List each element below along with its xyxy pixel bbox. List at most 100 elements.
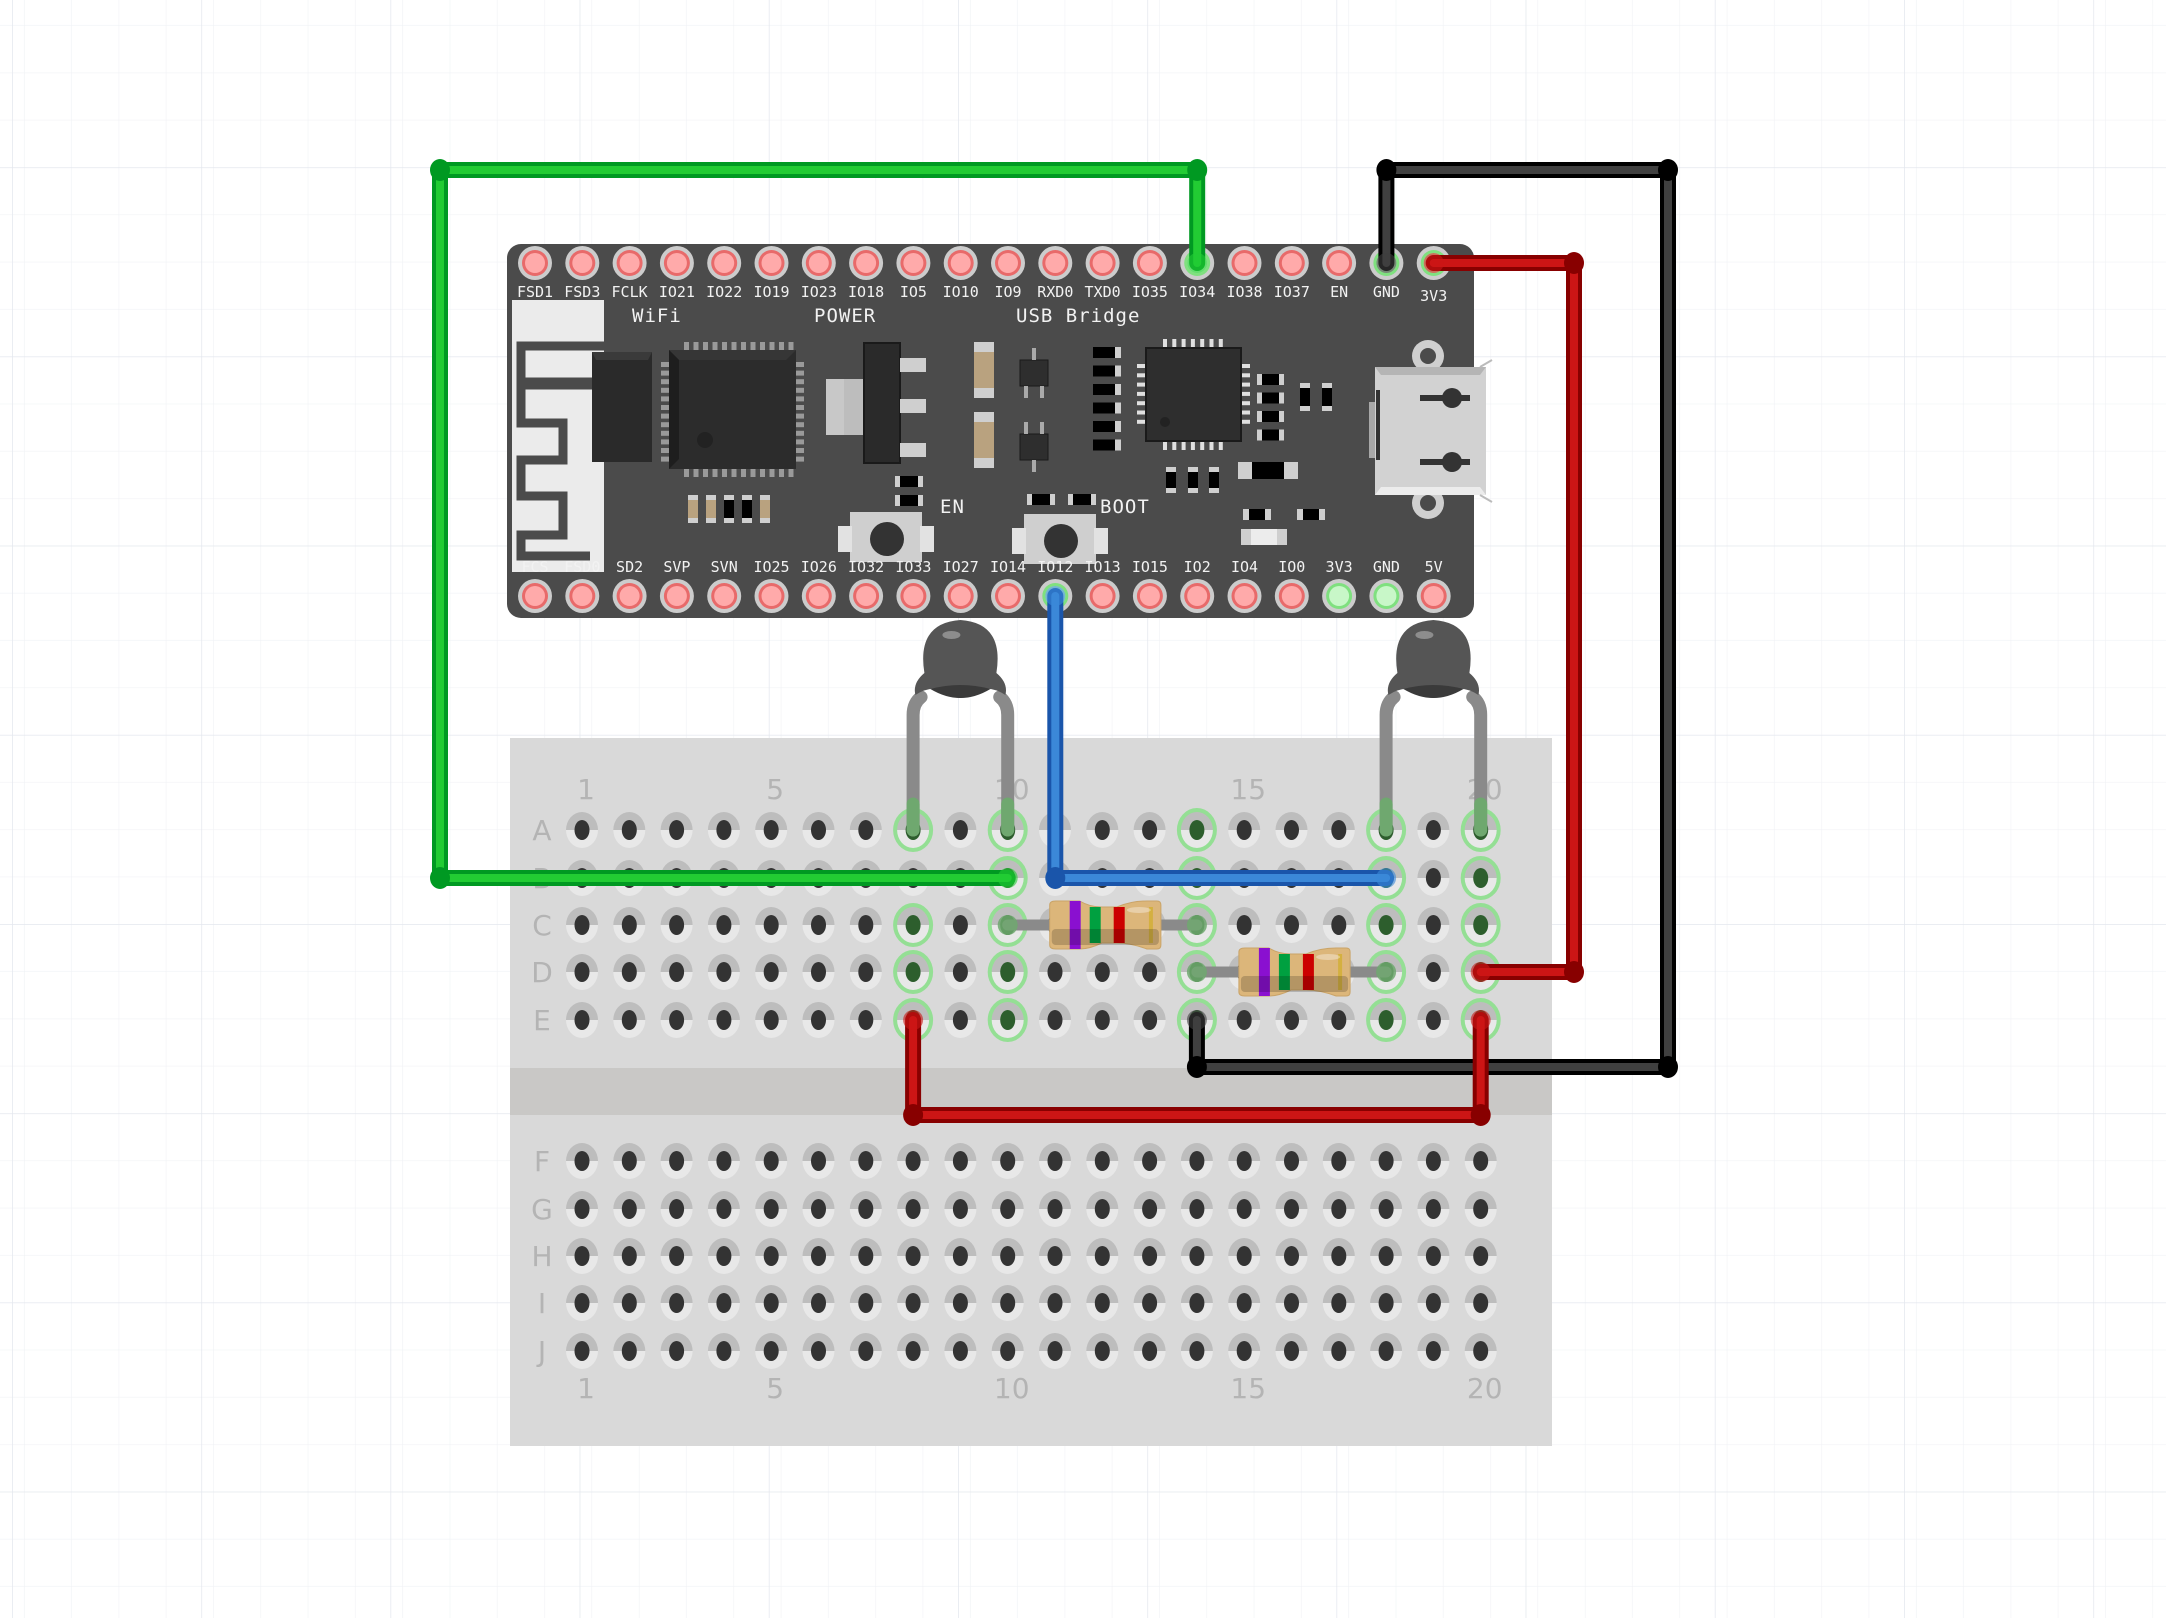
breadboard-hole[interactable]: [707, 1333, 740, 1369]
breadboard-hole[interactable]: [1086, 812, 1119, 848]
header-pin-io10[interactable]: IO10: [943, 246, 979, 301]
breadboard-hole[interactable]: [849, 1285, 882, 1322]
breadboard-hole[interactable]: [660, 1002, 693, 1038]
breadboard-hole[interactable]: [944, 1191, 977, 1227]
breadboard-hole[interactable]: [1370, 1191, 1403, 1227]
header-pin-io21[interactable]: IO21: [659, 246, 695, 301]
header-pin-io5[interactable]: IO5: [896, 246, 931, 301]
wire-endpoint[interactable]: [1376, 868, 1397, 888]
breadboard-hole[interactable]: [1370, 1333, 1403, 1369]
header-pin-fclk[interactable]: FCLK: [612, 246, 648, 301]
breadboard-hole[interactable]: [707, 1238, 740, 1274]
wire-bendpoint[interactable]: [1186, 1056, 1207, 1078]
breadboard-hole[interactable]: [1228, 1333, 1261, 1369]
breadboard-hole[interactable]: [1275, 812, 1308, 848]
breadboard-hole[interactable]: [1417, 954, 1450, 990]
breadboard-hole[interactable]: [1039, 1143, 1071, 1179]
breadboard-hole[interactable]: [1039, 1002, 1071, 1038]
breadboard-hole[interactable]: [755, 1002, 788, 1038]
breadboard-hole[interactable]: [802, 812, 835, 848]
breadboard-hole[interactable]: [1180, 1238, 1213, 1274]
esp32-board[interactable]: WiFi POWER USB Bridge EN BOOT: [507, 244, 1493, 618]
breadboard-hole[interactable]: [566, 1285, 598, 1321]
header-pin-io26[interactable]: IO26: [801, 558, 837, 613]
header-pin-io38[interactable]: IO38: [1226, 246, 1263, 301]
header-pin-io25[interactable]: IO25: [753, 558, 790, 613]
wire-endpoint[interactable]: [1376, 253, 1397, 273]
breadboard-hole[interactable]: [1417, 1333, 1450, 1369]
wire-3v3-to-d20[interactable]: [1423, 252, 1584, 983]
header-pin-io0[interactable]: IO0: [1274, 558, 1309, 613]
breadboard-hole[interactable]: [707, 954, 740, 990]
thermistor[interactable]: [1379, 620, 1488, 837]
header-pin-io19[interactable]: IO19: [753, 246, 790, 301]
breadboard-hole[interactable]: [802, 1002, 835, 1038]
breadboard-hole[interactable]: [707, 1191, 740, 1227]
header-pin-io23[interactable]: IO23: [801, 246, 837, 301]
breadboard-hole[interactable]: [707, 1002, 740, 1038]
breadboard-hole[interactable]: [1180, 1191, 1213, 1227]
breadboard-hole[interactable]: [566, 812, 598, 848]
breadboard-hole[interactable]: [987, 950, 1028, 994]
header-pin-gnd[interactable]: GND: [1369, 558, 1404, 613]
breadboard-hole[interactable]: [755, 812, 788, 848]
header-pin-en[interactable]: EN: [1322, 246, 1357, 301]
header-pin-3v3[interactable]: 3V3: [1322, 558, 1357, 613]
wire-endpoint[interactable]: [1186, 1010, 1207, 1030]
breadboard-hole[interactable]: [1228, 1238, 1261, 1274]
wire-endpoint[interactable]: [1470, 962, 1491, 982]
wire-bendpoint[interactable]: [1658, 1056, 1678, 1078]
breadboard-hole[interactable]: [1228, 907, 1261, 943]
breadboard-hole[interactable]: [1417, 1002, 1450, 1038]
breadboard-hole[interactable]: [849, 1191, 882, 1227]
breadboard-hole[interactable]: [802, 1238, 835, 1274]
breadboard-hole[interactable]: [755, 1143, 788, 1179]
breadboard-hole[interactable]: [1417, 1285, 1450, 1322]
breadboard-hole[interactable]: [660, 1238, 693, 1274]
wire-io34-to-b10[interactable]: [430, 159, 1208, 889]
breadboard-hole[interactable]: [1370, 1285, 1403, 1322]
en-button[interactable]: [838, 512, 934, 562]
breadboard-hole[interactable]: [849, 907, 882, 943]
breadboard-hole[interactable]: [1322, 1333, 1355, 1369]
breadboard-hole[interactable]: [1322, 1143, 1355, 1179]
breadboard-hole[interactable]: [802, 1191, 835, 1227]
breadboard-hole[interactable]: [1180, 1333, 1213, 1369]
wire-bendpoint[interactable]: [1564, 252, 1584, 274]
wire-bendpoint[interactable]: [1564, 961, 1584, 983]
header-pin-io2[interactable]: IO2: [1180, 558, 1215, 613]
header-pin-fsd1[interactable]: FSD1: [517, 246, 553, 301]
breadboard-hole[interactable]: [802, 1285, 835, 1322]
boot-button[interactable]: [1012, 514, 1108, 564]
breadboard-hole[interactable]: [1417, 907, 1450, 943]
breadboard-hole[interactable]: [566, 907, 598, 943]
breadboard-hole[interactable]: [1086, 1191, 1119, 1227]
breadboard-hole[interactable]: [755, 1238, 788, 1274]
breadboard-hole[interactable]: [802, 954, 835, 990]
breadboard-hole[interactable]: [1228, 1285, 1261, 1322]
breadboard-hole[interactable]: [660, 1191, 693, 1227]
wire-io12-to-b18[interactable]: [1045, 586, 1397, 889]
breadboard-hole[interactable]: [1180, 1143, 1213, 1179]
header-pin-fsd3[interactable]: FSD3: [564, 246, 600, 301]
breadboard-hole[interactable]: [1228, 812, 1261, 848]
breadboard-hole[interactable]: [707, 812, 740, 848]
breadboard-hole[interactable]: [613, 1191, 646, 1227]
breadboard-hole[interactable]: [613, 812, 646, 848]
breadboard-hole[interactable]: [1086, 1333, 1119, 1369]
breadboard-hole[interactable]: [944, 1143, 977, 1179]
breadboard-hole[interactable]: [1133, 1143, 1166, 1179]
header-pin-svp[interactable]: SVP: [659, 558, 694, 613]
header-pin-io14[interactable]: IO14: [990, 558, 1026, 613]
wire-endpoint[interactable]: [997, 868, 1018, 888]
header-pin-fsd0[interactable]: FSD0: [564, 558, 600, 613]
breadboard-hole[interactable]: [1460, 856, 1501, 900]
breadboard-hole[interactable]: [1464, 1285, 1497, 1322]
breadboard-hole[interactable]: [1133, 1285, 1166, 1322]
breadboard-hole[interactable]: [1275, 1285, 1308, 1322]
wire-endpoint[interactable]: [1187, 253, 1208, 273]
wire-bendpoint[interactable]: [1376, 159, 1397, 181]
wire-bendpoint[interactable]: [903, 1104, 924, 1126]
thermistor[interactable]: [906, 620, 1015, 837]
breadboard-hole[interactable]: [1275, 1238, 1308, 1274]
